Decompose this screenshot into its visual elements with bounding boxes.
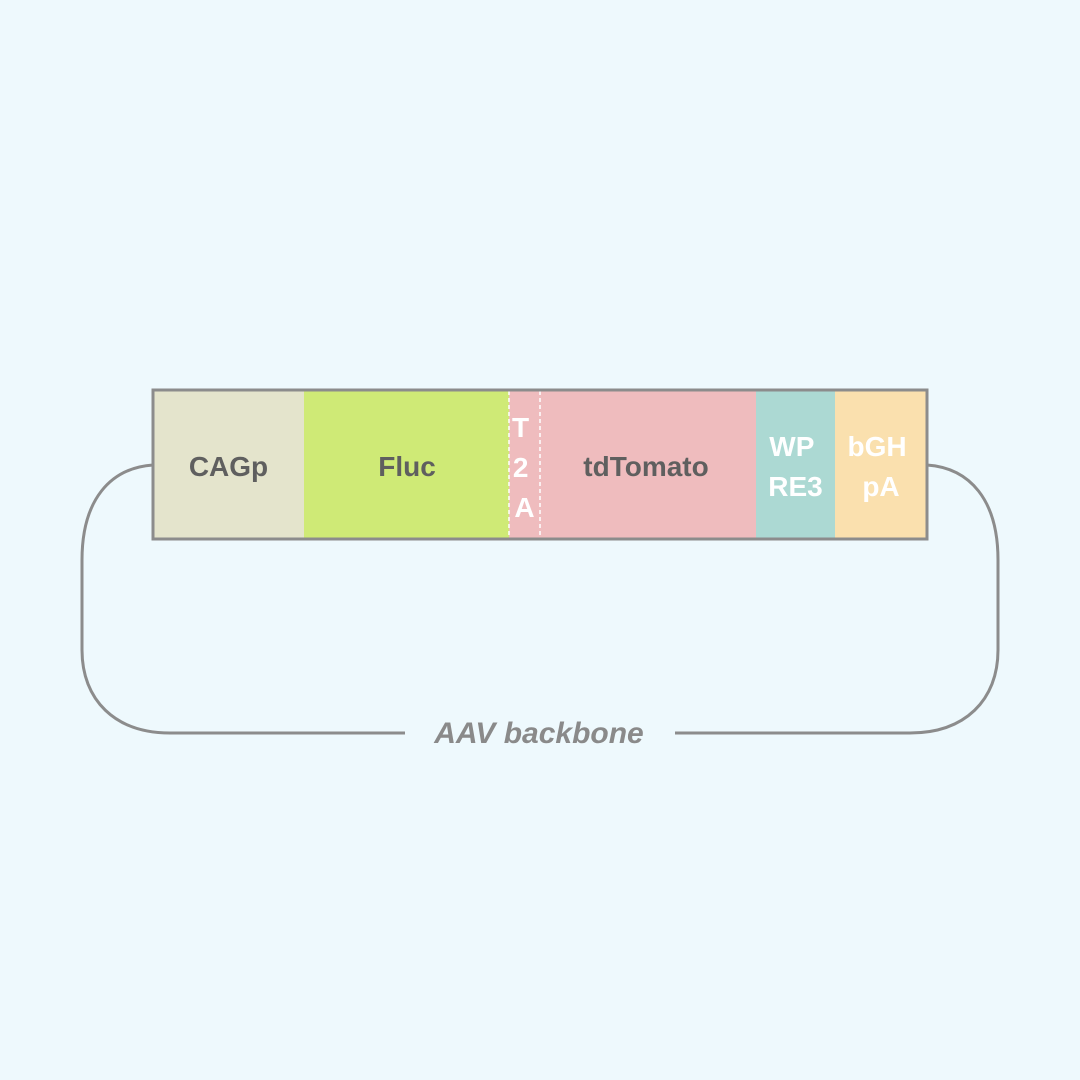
- label-tdtomato: tdTomato: [583, 451, 708, 482]
- segment-cagp: [153, 390, 304, 539]
- segment-t2a: [509, 390, 540, 539]
- segment-bghpa: [835, 390, 927, 539]
- construct-outline: [151, 388, 929, 541]
- backbone-line-left: [80, 463, 405, 735]
- segment-wpre3: [756, 390, 835, 539]
- segment-fluc: [304, 390, 509, 539]
- segment-tdtomato: [540, 390, 756, 539]
- label-fluc: Fluc: [378, 451, 436, 482]
- backbone-line-right: [675, 463, 1000, 735]
- backbone-label: AAV backbone: [433, 717, 644, 750]
- label-cagp: CAGp: [189, 451, 268, 482]
- label-wpre3: WP RE3: [768, 431, 822, 502]
- label-bghpa: bGH pA: [848, 431, 915, 502]
- label-t2a: T 2 A: [512, 412, 537, 523]
